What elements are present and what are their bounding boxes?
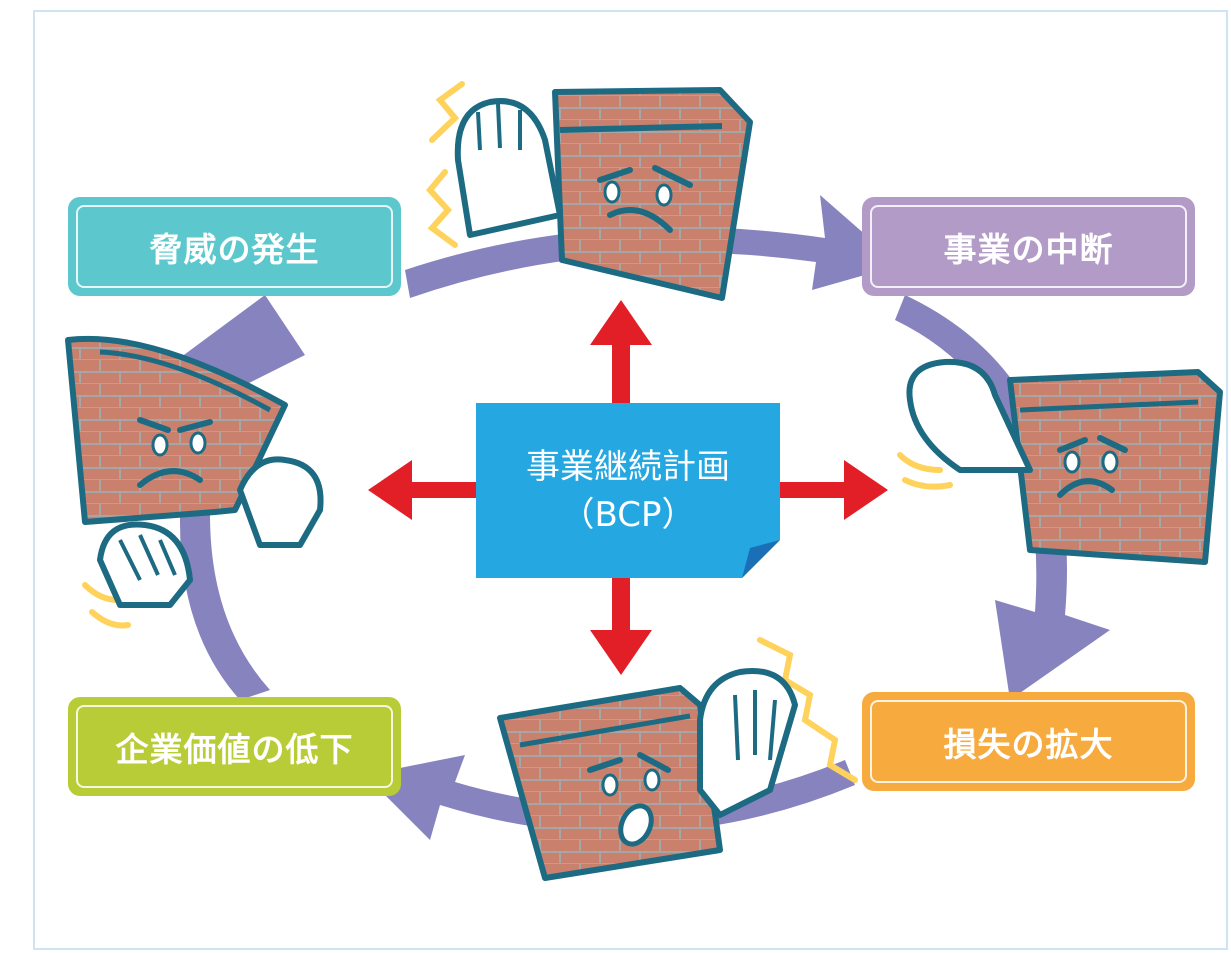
push-arrows — [368, 300, 888, 675]
stage-box-interruption-border — [870, 205, 1187, 288]
center-subtitle: （BCP） — [560, 494, 696, 535]
stage-label-interruption: 事業の中断 — [943, 229, 1114, 269]
stage-box-threat-border — [76, 205, 393, 288]
stage-box-interruption: 事業の中断 — [862, 197, 1195, 296]
brick-wall-character-top-icon — [426, 81, 753, 301]
cycle-arrow-right — [895, 295, 1110, 700]
stage-label-threat: 脅威の発生 — [149, 229, 320, 269]
stage-box-loss: 損失の拡大 — [862, 692, 1195, 791]
brick-wall-character-left-icon — [65, 335, 324, 629]
brick-wall-character-bottom-icon — [497, 637, 858, 881]
center-title: 事業継続計画 — [526, 446, 730, 487]
push-arrow-left — [368, 460, 478, 520]
stage-box-value: 企業価値の低下 — [68, 697, 401, 796]
center-plan-box: 事業継続計画 （BCP） — [476, 403, 780, 578]
center-plan-shape — [476, 403, 780, 578]
push-arrow-right — [780, 460, 888, 520]
cycle-arrow-bottom — [365, 755, 855, 840]
stage-box-loss-border — [870, 700, 1187, 783]
stage-label-loss: 損失の拡大 — [943, 724, 1114, 764]
stage-box-threat: 脅威の発生 — [68, 197, 401, 296]
push-arrow-down — [590, 578, 652, 675]
stage-label-value: 企業価値の低下 — [115, 729, 354, 769]
push-arrow-up — [590, 300, 652, 405]
stage-box-value-border — [76, 705, 393, 788]
brick-wall-character-right-icon — [897, 358, 1223, 565]
